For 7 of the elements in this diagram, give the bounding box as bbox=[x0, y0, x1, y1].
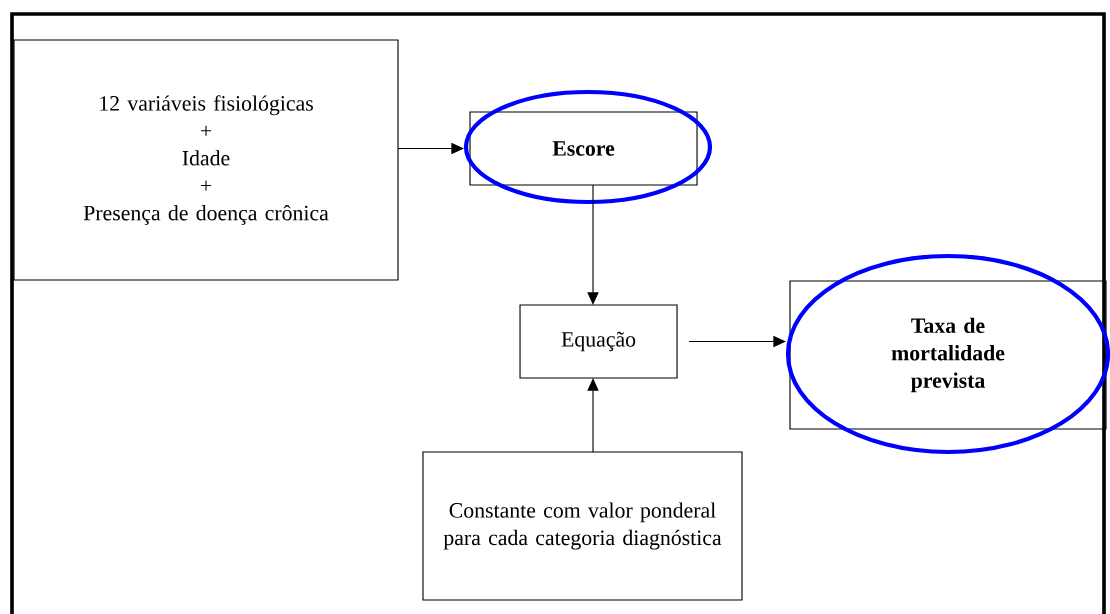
process-box: Taxa de mortalidade prevista bbox=[789, 280, 1107, 430]
arrow bbox=[587, 378, 599, 453]
arrow bbox=[587, 184, 599, 305]
process-box: 12 variáveis fisiológicas + Idade + Presença de doença crônica bbox=[13, 39, 399, 281]
process-box: Escore bbox=[469, 111, 698, 186]
process-box: Equação bbox=[519, 304, 678, 379]
process-box: Constante com valor ponderal para cada categoria diagnóstica bbox=[422, 451, 743, 601]
